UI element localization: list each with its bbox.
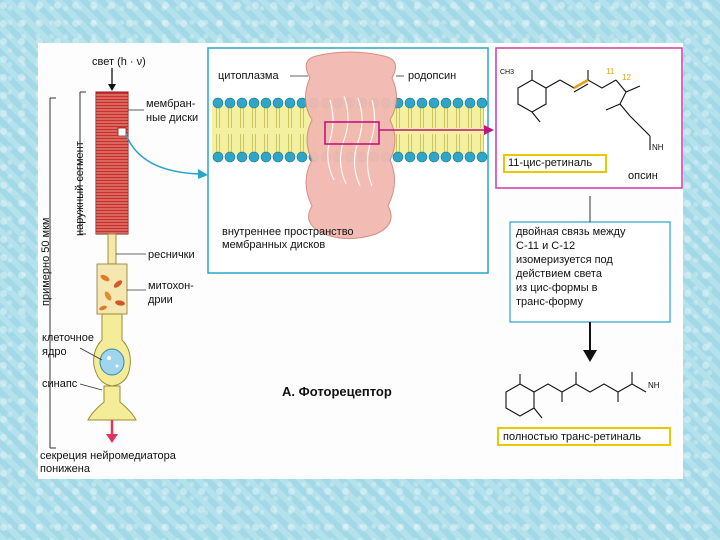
rhodopsin-label: родопсин xyxy=(408,70,457,82)
lipid-head xyxy=(272,151,284,163)
note-line-5: из цис-формы в xyxy=(516,282,598,294)
lipid-head xyxy=(476,97,488,109)
note-line-2: С-11 и С-12 xyxy=(516,240,576,252)
trans-nh-label: NH xyxy=(648,381,660,390)
mitochondrion xyxy=(99,305,107,311)
lipid-head xyxy=(224,97,236,109)
figure-title: А. Фоторецептор xyxy=(282,384,392,399)
trans-retinal-label-box xyxy=(497,427,671,446)
lipid-head xyxy=(296,151,308,163)
isomerization-note-box xyxy=(509,221,671,323)
retinal-highlight-box xyxy=(324,121,380,145)
nh-label: NH xyxy=(652,143,664,152)
note-line-4: действием света xyxy=(516,268,602,280)
discs-label-1: мембран- xyxy=(146,98,196,110)
size-label: примерно 50 мкм xyxy=(40,217,52,307)
lipid-head xyxy=(404,151,416,163)
note-line-6: транс-форму xyxy=(516,296,583,308)
lipid-head xyxy=(224,151,236,163)
mitochondria-label-1: митохон- xyxy=(148,280,194,292)
light-label: свет (h · ν) xyxy=(92,56,146,68)
lipid-head xyxy=(284,151,296,163)
c11-c12-bond xyxy=(573,78,589,90)
light-arrowhead xyxy=(108,84,116,91)
nucleus-label-1: клеточное xyxy=(42,332,94,344)
lipid-head xyxy=(464,151,476,163)
lipid-head xyxy=(272,97,284,109)
mitochondrion xyxy=(100,274,110,282)
secretion-label-1: секреция нейромедиатора xyxy=(40,450,176,462)
mitochondria-label-2: дрии xyxy=(148,294,173,306)
lipid-head xyxy=(464,97,476,109)
outer-segment-label: наружный сегмент xyxy=(74,141,86,236)
lipid-head xyxy=(428,97,440,109)
inner-segment xyxy=(96,263,128,315)
lipid-head xyxy=(392,151,404,163)
nucleolus xyxy=(107,356,111,360)
lipid-head xyxy=(236,97,248,109)
lipid-head xyxy=(236,151,248,163)
disc-highlight xyxy=(117,127,127,137)
lipid-head xyxy=(248,97,260,109)
inner-space-label-1: внутреннее пространство xyxy=(222,226,354,238)
trans-retinal-structure xyxy=(505,372,647,419)
lipid-head xyxy=(476,151,488,163)
cell-nucleus xyxy=(99,348,125,376)
lipid-head xyxy=(416,151,428,163)
cilia-label: реснички xyxy=(148,249,195,261)
note-line-1: двойная связь между xyxy=(516,226,626,238)
cis-retinal-label: 11-цис-ретиналь xyxy=(508,157,593,169)
c12-label: 12 xyxy=(622,73,631,82)
rhodopsin-protein xyxy=(305,51,397,240)
zoom-arrow xyxy=(125,133,201,175)
nucleus-label-2: ядро xyxy=(42,346,67,358)
trans-retinal-label: полностью транс-ретиналь xyxy=(503,431,641,443)
lipid-head xyxy=(248,151,260,163)
synapse-terminal xyxy=(87,385,137,421)
lipid-head xyxy=(440,151,452,163)
ch3-label: CH3 xyxy=(500,69,515,76)
nucleolus xyxy=(115,364,119,368)
lipid-head xyxy=(260,97,272,109)
synapse-label: синапс xyxy=(42,378,78,390)
discs-label-2: ные диски xyxy=(146,112,199,124)
secretion-arrowhead xyxy=(106,434,118,443)
lipid-head xyxy=(428,151,440,163)
note-line-3: изомеризуется под xyxy=(516,254,613,266)
mitochondrion xyxy=(115,300,125,306)
secretion-label-2: понижена xyxy=(40,463,90,475)
lipid-head xyxy=(452,97,464,109)
lipid-head xyxy=(260,151,272,163)
cilium xyxy=(107,233,117,265)
mitochondrion xyxy=(104,291,112,301)
mitochondrion xyxy=(113,280,123,288)
lipid-head xyxy=(416,97,428,109)
lipid-head xyxy=(404,97,416,109)
lipid-head xyxy=(212,97,224,109)
cytoplasm-label: цитоплазма xyxy=(218,70,279,82)
inner-space-label-2: мембранных дисков xyxy=(222,239,326,251)
c11-label: 11 xyxy=(606,67,615,76)
lipid-head xyxy=(440,97,452,109)
opsin-label: опсин xyxy=(628,170,658,182)
lipid-head xyxy=(452,151,464,163)
lipid-head xyxy=(284,97,296,109)
outer-segment xyxy=(95,91,129,235)
lipid-head xyxy=(212,151,224,163)
